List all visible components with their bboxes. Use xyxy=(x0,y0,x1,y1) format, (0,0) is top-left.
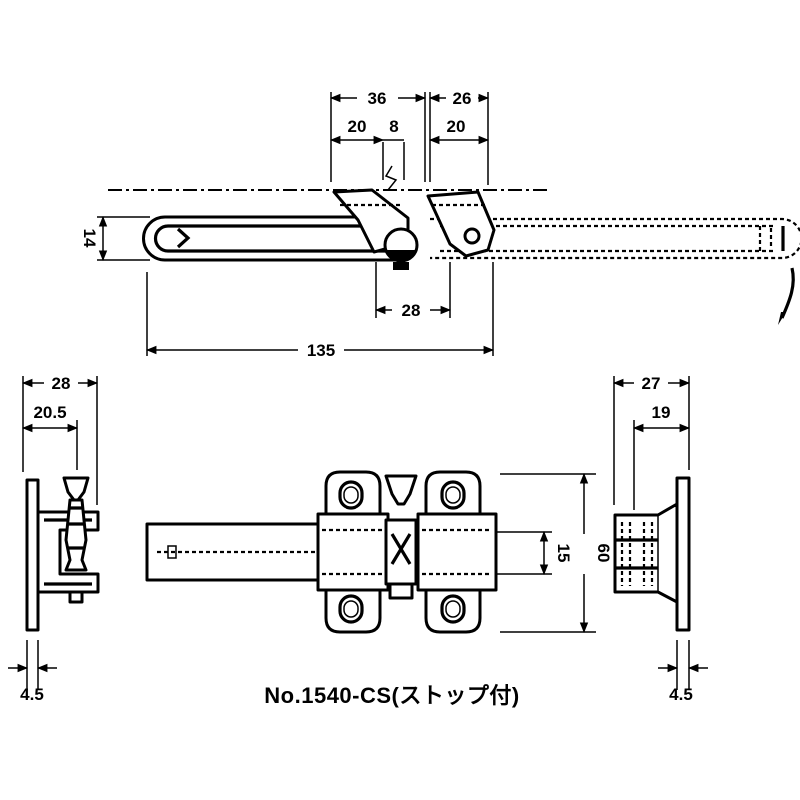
dim-135-label: 135 xyxy=(307,341,335,360)
front-dimension-lines xyxy=(539,472,589,634)
right-plate xyxy=(675,476,691,632)
break-mark xyxy=(384,165,398,191)
bolt-extension xyxy=(430,217,800,260)
left-knob xyxy=(62,476,90,502)
left-guide xyxy=(316,512,390,592)
left-plate-bottom-hole-inner xyxy=(343,600,359,618)
model-caption: No.1540-CS(ストップ付) xyxy=(264,683,519,708)
right-bracket xyxy=(426,190,496,258)
dim-20-right-label: 20 xyxy=(447,117,466,136)
knob-base xyxy=(388,582,414,600)
bracket-hole xyxy=(463,227,481,245)
right-dimension-lines xyxy=(612,378,708,673)
left-knob-base xyxy=(68,590,84,604)
right-dim-4-5-label: 4.5 xyxy=(669,685,693,704)
bar-slot xyxy=(153,224,392,253)
left-dim-4-5-label: 4.5 xyxy=(20,685,44,704)
front-knob xyxy=(384,474,418,506)
left-plate-top-hole xyxy=(338,480,364,510)
dim-28-label: 28 xyxy=(402,301,421,320)
dim-20-left-label: 20 xyxy=(348,117,367,136)
front-view: 15 60 xyxy=(145,470,613,634)
bolt-end-marks xyxy=(758,226,773,251)
front-extension-lines xyxy=(496,473,596,633)
dim-60-label: 60 xyxy=(594,544,613,563)
left-dim-20-5-label: 20.5 xyxy=(33,403,66,422)
right-housing xyxy=(613,502,679,604)
right-plate-bottom-hole xyxy=(440,594,466,624)
swing-arrow-icon xyxy=(778,312,786,325)
knob-stem xyxy=(393,262,409,270)
right-housing-edges xyxy=(615,538,658,570)
right-housing-hidden xyxy=(620,522,654,586)
knob-block-cross xyxy=(390,533,412,565)
left-plate xyxy=(25,478,40,632)
left-arm xyxy=(36,510,100,594)
right-dim-27-label: 27 xyxy=(642,374,661,393)
right-plate-bottom-hole-inner xyxy=(445,600,461,618)
bolt-slot xyxy=(167,545,177,559)
dim-26-label: 26 xyxy=(453,89,472,108)
right-plate-top-hole-inner xyxy=(445,486,461,504)
top-view: 36 26 20 8 20 14 28 135 xyxy=(80,89,800,360)
dim-14-label: 14 xyxy=(80,229,99,248)
slotted-bar xyxy=(142,215,397,262)
left-dimension-lines xyxy=(8,378,99,673)
left-knob-shaft xyxy=(64,498,88,572)
top-dimension-lines xyxy=(98,93,495,355)
guide-hidden xyxy=(322,528,492,576)
right-dim-19-label: 19 xyxy=(652,403,671,422)
right-extension-lines xyxy=(613,376,690,690)
dim-36-label: 36 xyxy=(368,89,387,108)
left-dim-28-label: 28 xyxy=(52,374,71,393)
left-knob-ribs xyxy=(68,506,84,550)
slot-hook xyxy=(176,227,191,249)
left-view: 28 20.5 4.5 xyxy=(8,374,100,704)
right-plate-top-hole xyxy=(440,480,466,510)
dim-15-label: 15 xyxy=(554,544,573,563)
left-plate-top-hole-inner xyxy=(343,486,359,504)
left-plate-bottom-hole xyxy=(338,594,364,624)
right-guide xyxy=(416,512,498,592)
knob-shadow xyxy=(386,250,416,261)
swing-arc xyxy=(780,267,795,319)
right-view: 27 19 4.5 xyxy=(612,374,708,704)
dim-8-label: 8 xyxy=(389,117,398,136)
